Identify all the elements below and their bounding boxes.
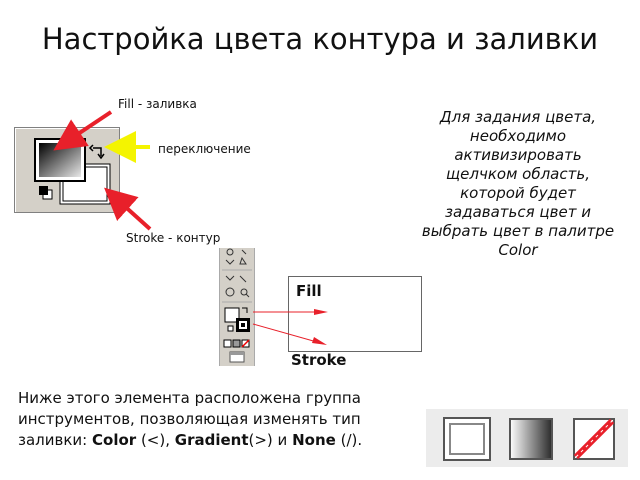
- tool-icons-row-2[interactable]: [225, 275, 250, 298]
- stroke-label: Stroke - контур: [126, 231, 221, 245]
- swap-label: переключение: [158, 142, 251, 156]
- swap-arrow-icon[interactable]: [88, 144, 105, 160]
- tools-palette: [219, 248, 255, 366]
- stroke-callout-label: Stroke: [291, 351, 347, 369]
- mini-modes-icons[interactable]: [223, 339, 250, 348]
- description-line-3: заливки: Color (<), Gradient(>) и None (…: [18, 431, 363, 449]
- description-line-2: инструментов, позволяющая изменять тип: [18, 410, 361, 428]
- fill-callout-label: Fill: [296, 282, 322, 300]
- description-line-1: Ниже этого элемента расположена группа: [18, 389, 361, 407]
- gradient-mode-name: Gradient: [174, 431, 249, 449]
- fill-label: Fill - заливка: [118, 97, 197, 111]
- instruction-text: Для задания цвета, необходимо активизиро…: [421, 108, 615, 259]
- mini-fill-stroke-icon[interactable]: [224, 307, 250, 332]
- fill-stroke-callout-box: [288, 276, 422, 352]
- gradient-mode-icon[interactable]: [509, 418, 553, 460]
- fill-pointer-arrow: [53, 110, 113, 151]
- fill-modes-panel: [426, 409, 628, 467]
- screen-mode-icon[interactable]: [229, 351, 245, 363]
- none-mode-icon[interactable]: [573, 418, 615, 460]
- color-mode-name: Color: [92, 431, 137, 449]
- slide-title: Настройка цвета контура и заливки: [41, 22, 599, 56]
- none-mode-name: None: [292, 431, 336, 449]
- default-colors-icon[interactable]: [39, 186, 53, 200]
- modes-description: Ниже этого элемента расположена группа и…: [18, 388, 438, 451]
- stroke-callout-line: [252, 323, 325, 345]
- color-mode-icon[interactable]: [443, 417, 491, 461]
- stroke-pointer-arrow: [104, 187, 152, 231]
- tool-icons-row-1[interactable]: [225, 248, 247, 265]
